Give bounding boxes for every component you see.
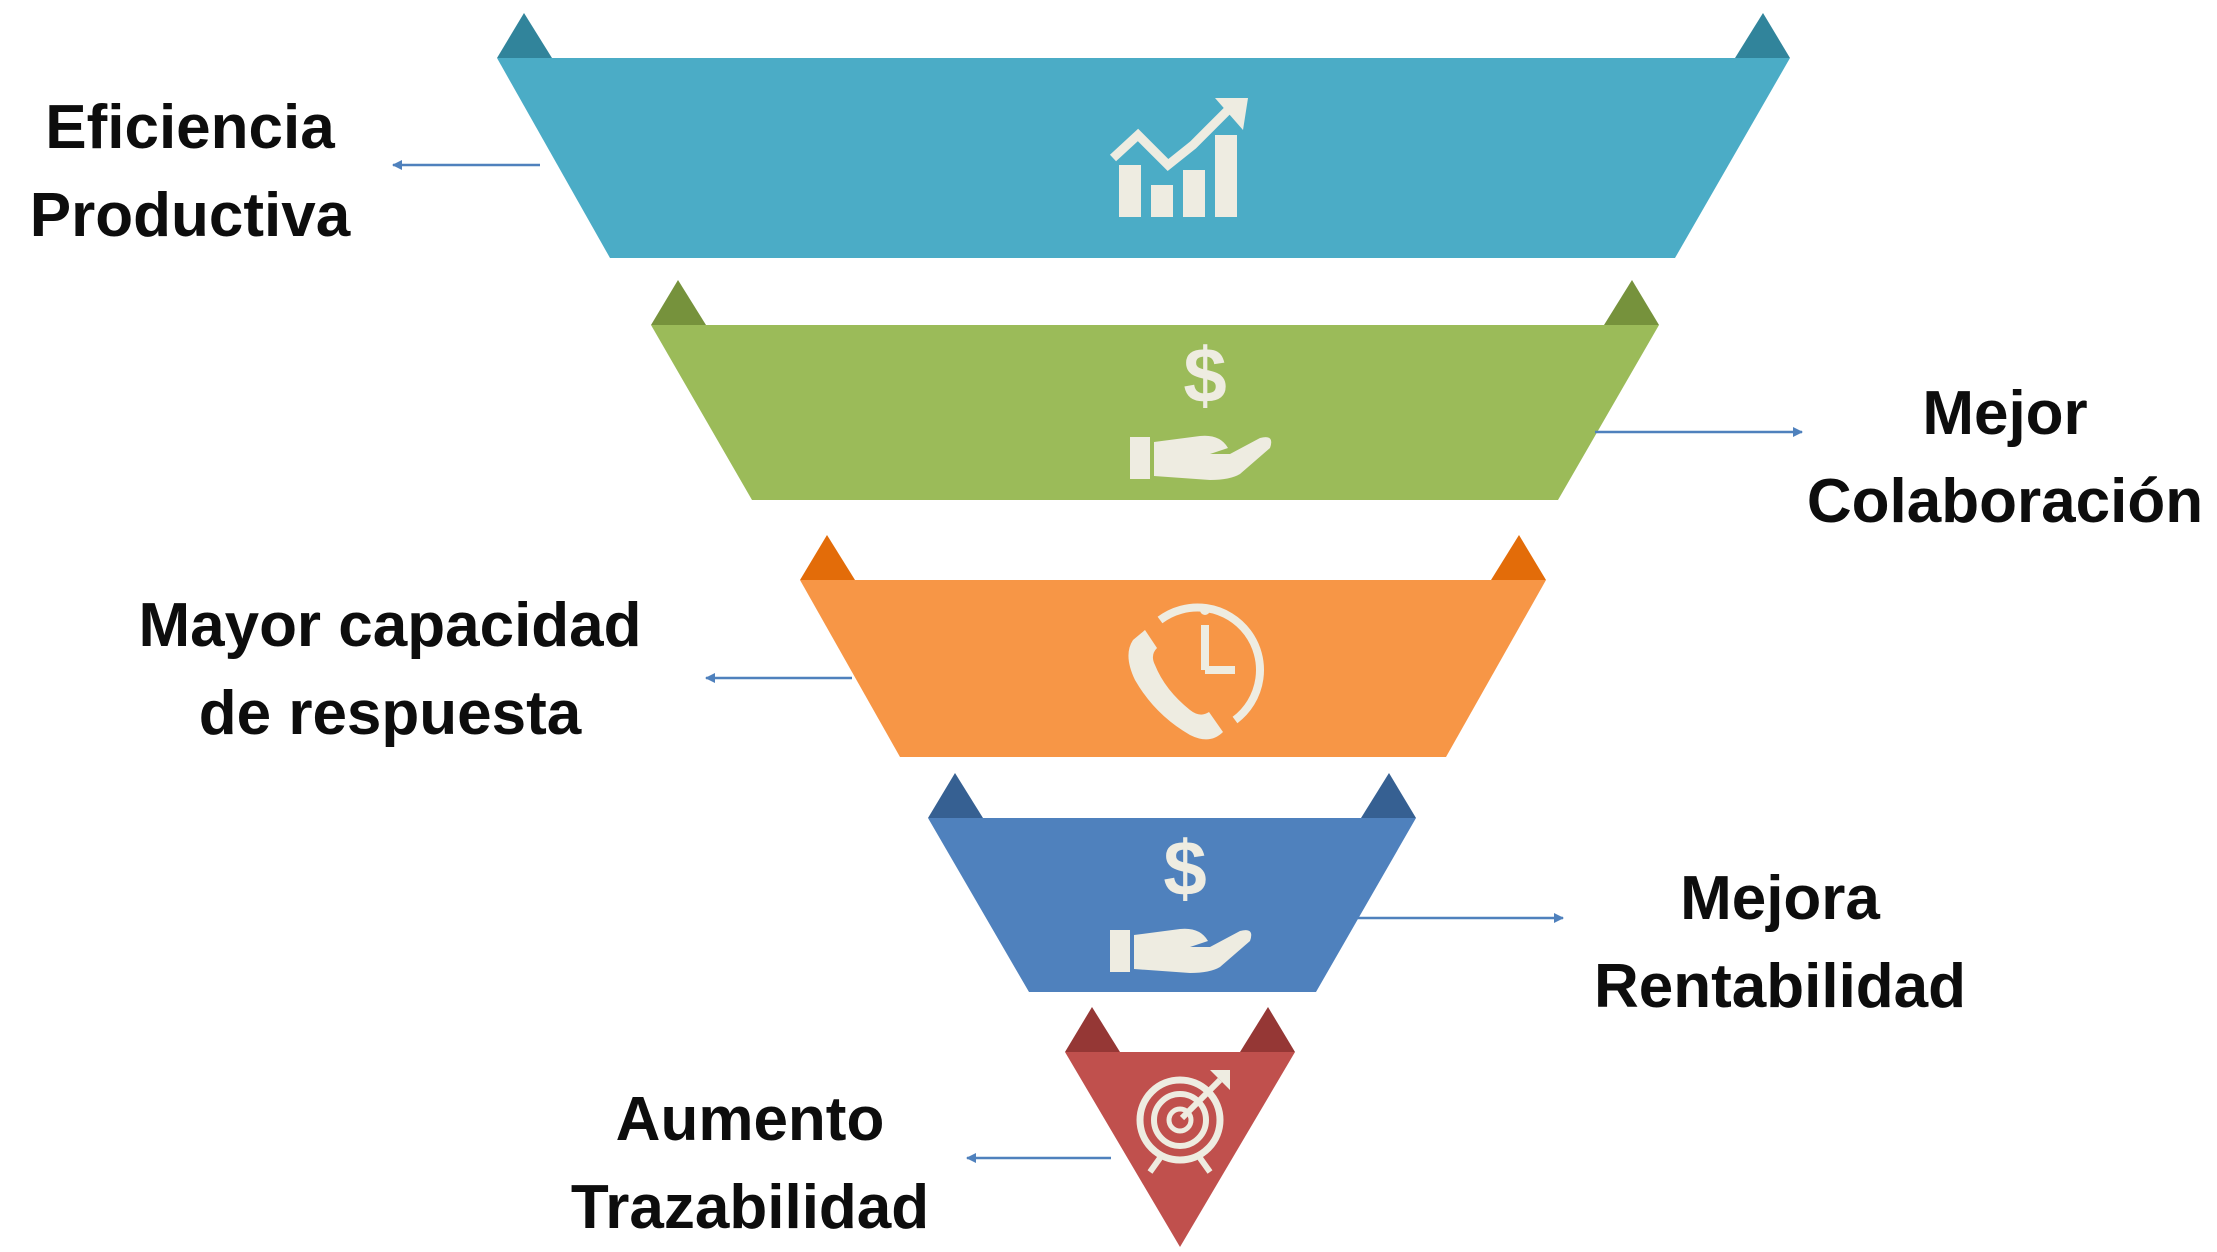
svg-text:$: $ (1163, 824, 1206, 912)
label-aumento-trazabilidad: Aumento Trazabilidad (540, 1076, 960, 1252)
level-left-tab (1065, 1007, 1120, 1052)
label-line: Aumento (615, 1085, 885, 1154)
level-right-tab (1240, 1007, 1295, 1052)
funnel-level-1 (497, 13, 1790, 258)
label-line: Rentabilidad (1593, 952, 1967, 1021)
target-icon (1136, 1070, 1230, 1174)
level-left-tab (651, 280, 706, 325)
label-line: Mayor capacidad (138, 591, 642, 660)
label-line: Eficiencia (45, 93, 335, 162)
label-line: Trazabilidad (570, 1173, 930, 1242)
label-eficiencia-productiva: Eficiencia Productiva (20, 84, 360, 260)
level-left-tab (497, 13, 552, 58)
funnel-level-5 (1065, 1007, 1295, 1247)
hand-dollar-icon: $ (1110, 824, 1252, 973)
level-band (800, 580, 1546, 757)
level-band (497, 58, 1790, 258)
level-band (1065, 1052, 1295, 1247)
label-line: de respuesta (198, 679, 582, 748)
label-line: Mejora (1680, 864, 1880, 933)
level-left-tab (928, 773, 983, 818)
funnel-level-3 (800, 535, 1546, 757)
label-line: Productiva (29, 181, 351, 250)
funnel-level-4 (928, 773, 1416, 992)
label-line: Colaboración (1806, 467, 2204, 536)
hand-dollar-icon: $ (1130, 331, 1272, 480)
svg-text:$: $ (1183, 331, 1226, 419)
level-right-tab (1491, 535, 1546, 580)
level-band (928, 818, 1416, 992)
label-mayor-capacidad: Mayor capacidad de respuesta (120, 582, 660, 758)
level-band (651, 325, 1659, 500)
level-left-tab (800, 535, 855, 580)
label-mejora-rentabilidad: Mejora Rentabilidad (1570, 855, 1990, 1031)
level-right-tab (1604, 280, 1659, 325)
funnel-level-2 (651, 280, 1659, 500)
chart-growth-icon (1109, 98, 1248, 217)
level-right-tab (1361, 773, 1416, 818)
label-line: Mejor (1922, 379, 2088, 448)
level-right-tab (1735, 13, 1790, 58)
phone-clock-icon (1128, 603, 1264, 740)
label-mejor-colaboracion: Mejor Colaboración (1795, 370, 2215, 546)
